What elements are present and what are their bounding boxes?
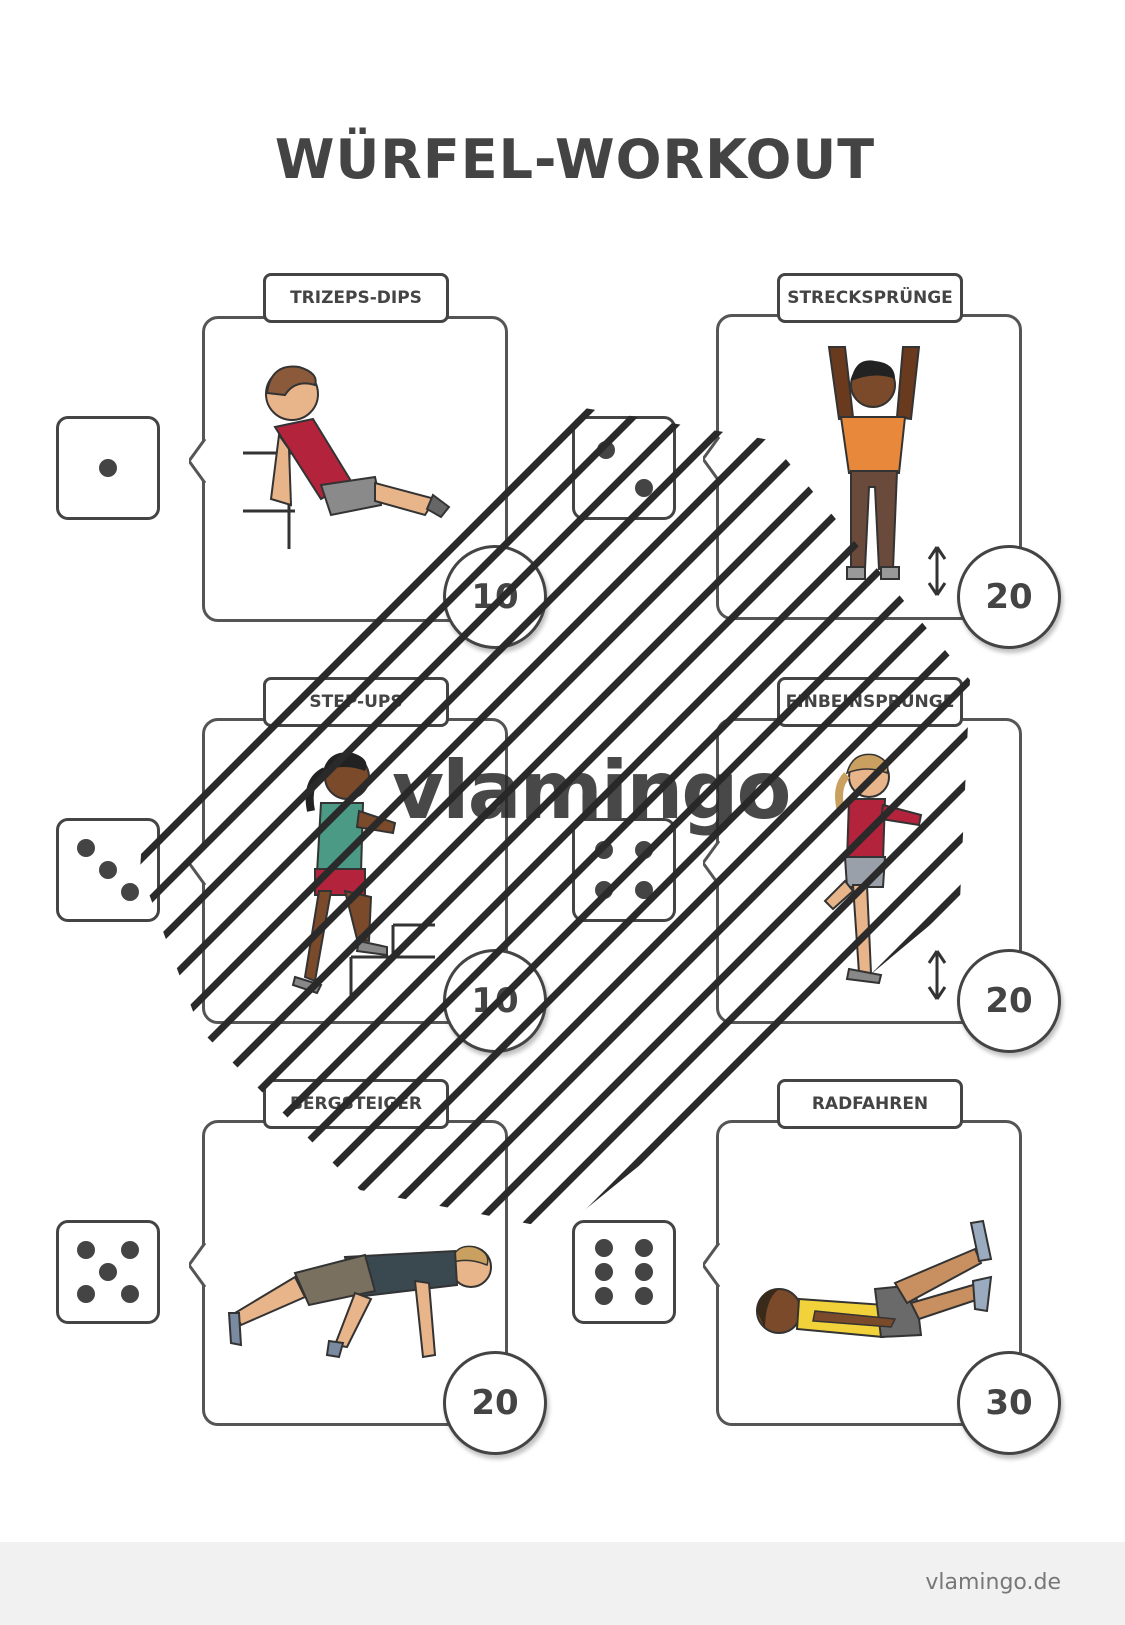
die-pip (595, 881, 613, 899)
exercise-label: TRIZEPS-DIPS (263, 273, 449, 323)
jumping-figure (827, 346, 921, 580)
die-pip (635, 479, 653, 497)
mountain-climber-figure (227, 1245, 492, 1359)
die-pip (595, 1287, 613, 1305)
one-leg-jump-figure (823, 753, 923, 985)
repetition-count: 20 (443, 1351, 547, 1455)
die-pip (635, 881, 653, 899)
die-pip (99, 459, 117, 477)
die-pip (635, 841, 653, 859)
page-title: WÜRFEL-WORKOUT (274, 128, 876, 191)
repetition-count: 10 (443, 545, 547, 649)
die-pip (635, 1239, 653, 1257)
die-pip (99, 861, 117, 879)
repetition-count: 10 (443, 949, 547, 1053)
die-two (572, 416, 676, 520)
die-pip (99, 1263, 117, 1281)
watermark-logo: vlamingo (392, 744, 792, 837)
exercise-label: STRECKSPRÜNGE (777, 273, 963, 323)
exercise-label: EINBEINSPRÜNGE (777, 677, 963, 727)
repetition-count: 20 (957, 949, 1061, 1053)
up-down-arrow-icon (927, 950, 947, 1000)
die-pip (635, 1263, 653, 1281)
footer-bar: vlamingo.de (0, 1542, 1125, 1625)
exercise-card-cycling: RADFAHREN 30 (703, 1079, 1061, 1455)
up-down-arrow-icon (927, 546, 947, 596)
repetition-count: 30 (957, 1351, 1061, 1455)
die-one (56, 416, 160, 520)
die-pip (595, 1263, 613, 1281)
die-three (56, 818, 160, 922)
die-five (56, 1220, 160, 1324)
die-pip (77, 1285, 95, 1303)
exercise-label: STEP-UPS (263, 677, 449, 727)
exercise-card-jumping-jacks: STRECKSPRÜNGE 20 (703, 273, 1061, 649)
die-pip (595, 1239, 613, 1257)
exercise-label: RADFAHREN (777, 1079, 963, 1129)
die-pip (597, 441, 615, 459)
footer-website: vlamingo.de (925, 1570, 1061, 1595)
die-pip (635, 1287, 653, 1305)
exercise-label: BERGSTEIGER (263, 1079, 449, 1129)
die-pip (121, 883, 139, 901)
triceps-dips-figure (243, 365, 451, 549)
die-six (572, 1220, 676, 1324)
exercise-card-mountain-climbers: BERGSTEIGER 20 (189, 1079, 547, 1455)
die-pip (121, 1285, 139, 1303)
repetition-count: 20 (957, 545, 1061, 649)
die-pip (595, 841, 613, 859)
cycling-figure (756, 1219, 993, 1339)
die-pip (121, 1241, 139, 1259)
die-pip (77, 839, 95, 857)
die-pip (77, 1241, 95, 1259)
exercise-card-triceps-dips: TRIZEPS-DIPS 10 (189, 273, 547, 649)
